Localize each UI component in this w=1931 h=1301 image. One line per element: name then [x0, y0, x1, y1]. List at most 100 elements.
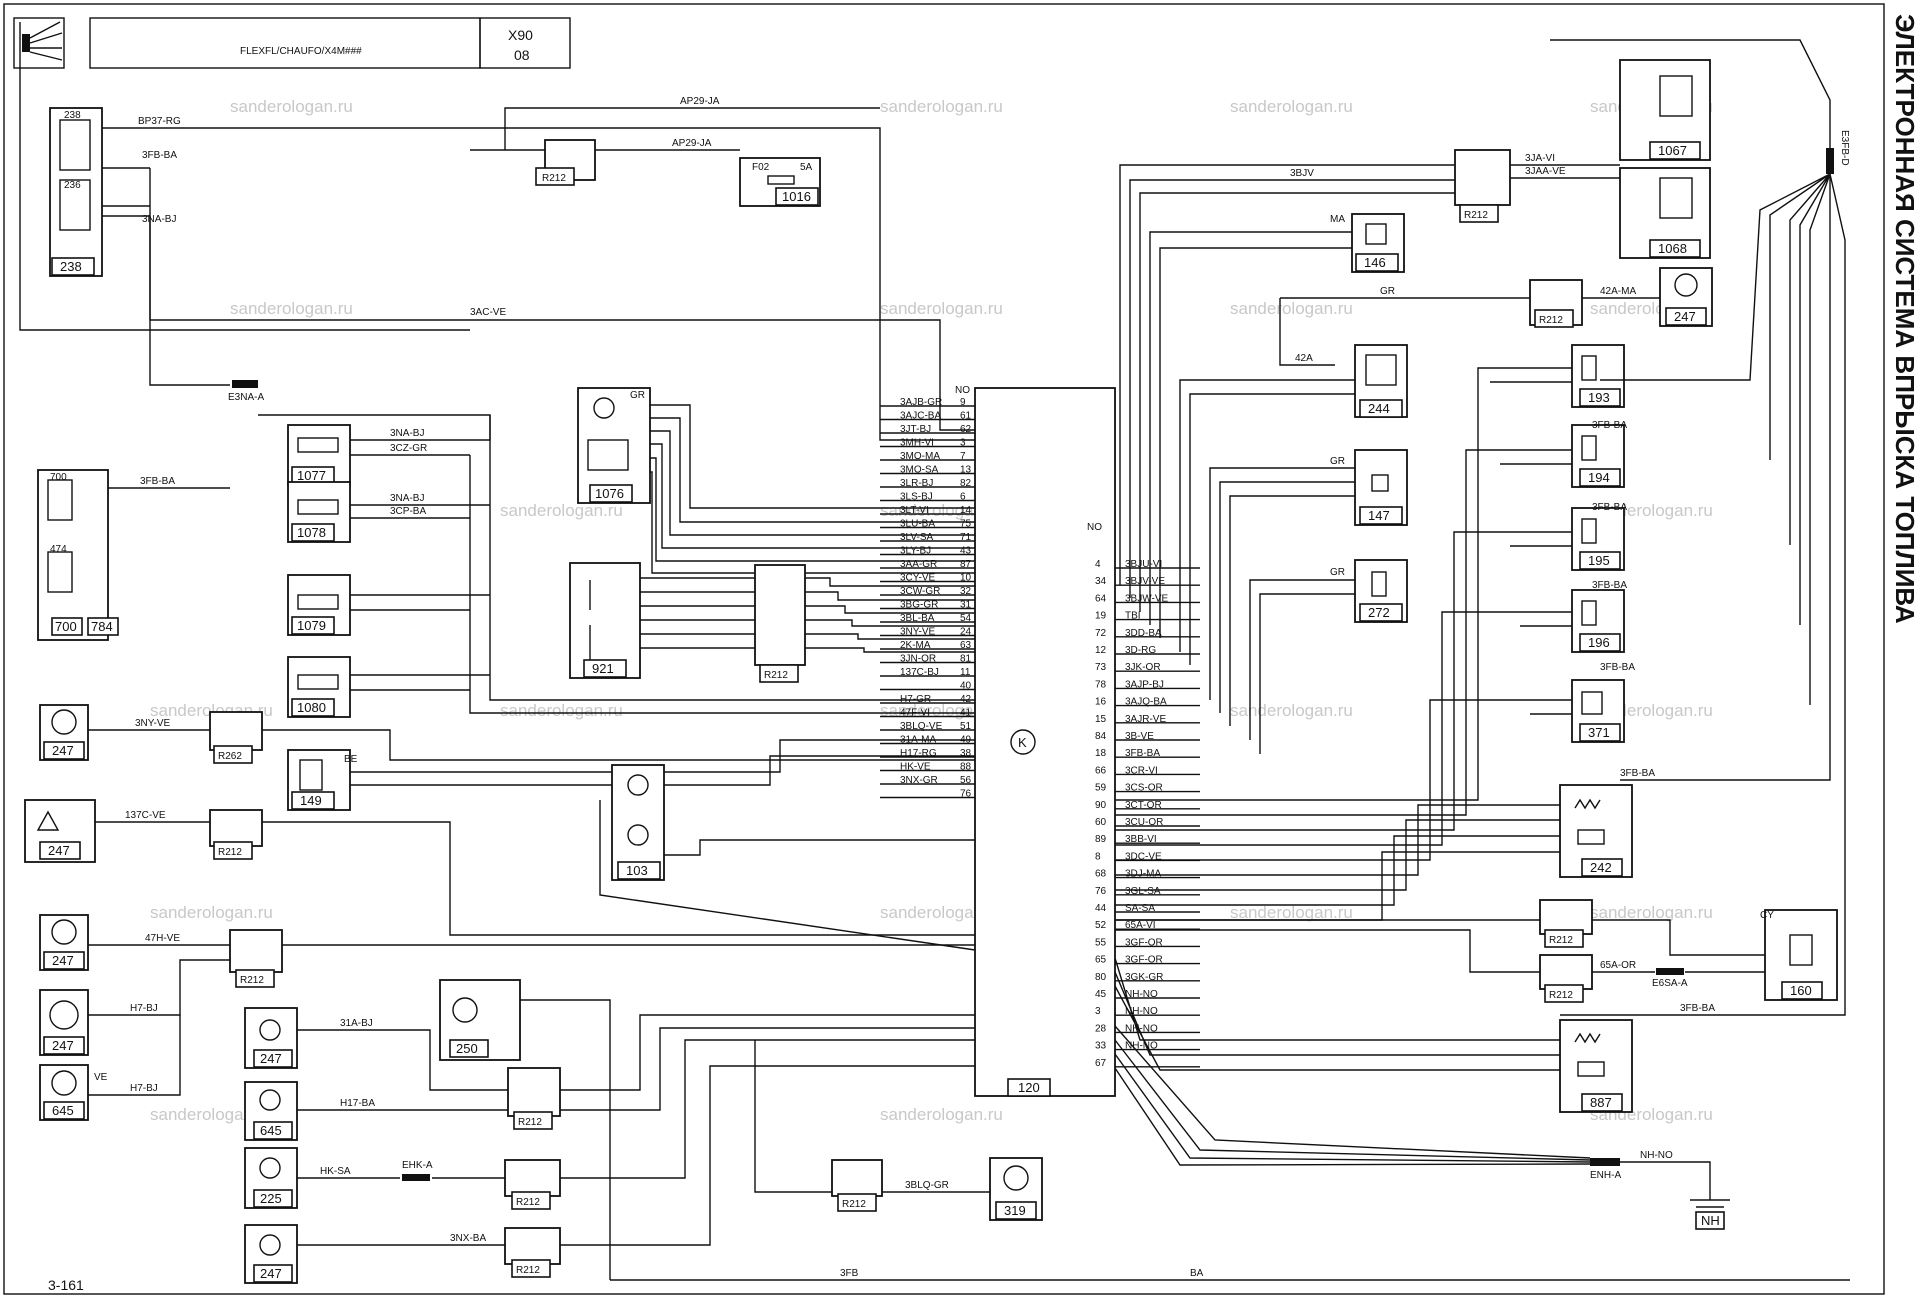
- ecu-pin-number: 68: [1095, 869, 1107, 880]
- component-id: 1080: [297, 700, 326, 715]
- ecu-pin-number: 55: [1095, 937, 1107, 948]
- ecu-pin-number: 65: [1095, 955, 1107, 966]
- relay-coil-icon: [1659, 75, 1693, 117]
- connector-label: VE: [94, 1072, 108, 1083]
- component-id: 149: [300, 793, 322, 808]
- ecu-wire-label: 3LY-BJ: [900, 546, 931, 557]
- component-id: 1078: [297, 525, 326, 540]
- component-103: 103: [599, 764, 976, 951]
- wire: [1115, 919, 1765, 956]
- connector-label: GR: [1330, 567, 1345, 578]
- sensor-icon: [1577, 1061, 1605, 1077]
- ecu-wire-label: 3D-RG: [1125, 645, 1156, 656]
- ecu-wire-label: 3GF-OR: [1125, 955, 1163, 966]
- component-149: 149 BE: [287, 739, 975, 811]
- connector-body: [1454, 149, 1511, 206]
- component-id-box: [617, 861, 661, 880]
- fuse-1016: F02 5A 1016: [739, 157, 821, 207]
- component-id-box: [1665, 307, 1707, 326]
- watermark: sanderologan.ru: [230, 97, 353, 116]
- ecu-symbol-icon: [1010, 729, 1036, 755]
- connector-body: [504, 1159, 561, 1197]
- wire-label: 3FB-BA: [1592, 580, 1627, 591]
- wire: [297, 1065, 975, 1246]
- watermark: sanderologan.ru: [880, 701, 1003, 720]
- watermark: sanderologan.ru: [880, 903, 1003, 922]
- component-193: 193: [1115, 344, 1625, 801]
- connector-id-box: [1459, 204, 1499, 223]
- wire-label: H7-BJ: [130, 1003, 158, 1014]
- header-logo-box: [13, 17, 65, 69]
- ecu-wire-label: NH-NO: [1125, 1041, 1158, 1052]
- wire-label: 3FB-BA: [1592, 502, 1627, 513]
- connector-r212-8: R212: [1115, 899, 1765, 956]
- ecu-wire-label: 3NY-VE: [900, 627, 936, 638]
- component-id: 247: [260, 1266, 282, 1281]
- ecu-symbol: K: [1018, 735, 1027, 750]
- component-id: 196: [1588, 635, 1610, 650]
- sheet-frame: [3, 3, 1885, 1295]
- ecu-pin-number: 78: [1095, 679, 1107, 690]
- relay-label: 238: [64, 110, 81, 121]
- component-id-box: [291, 791, 335, 810]
- component-146: 146 MA: [1149, 213, 1405, 638]
- ecu-wire-label: 3AJP-BJ: [1125, 679, 1164, 690]
- relay-coil-icon: [59, 119, 91, 171]
- sensor-icon: [297, 674, 339, 690]
- connector-body: [754, 564, 806, 666]
- watermark: sanderologan.ru: [150, 1105, 273, 1124]
- splice-e3fb: [1826, 148, 1834, 174]
- connector-id-box: [535, 167, 575, 186]
- component-id: 103: [626, 863, 648, 878]
- component-319: R212 3BLQ-GR 319: [754, 1040, 1043, 1221]
- ecu-pin-number: 54: [960, 613, 972, 624]
- component-id-box: [43, 1101, 85, 1120]
- wire-label: 3AC-VE: [470, 307, 506, 318]
- connector-id: R212: [518, 1117, 542, 1128]
- component-id-box: [1781, 981, 1823, 1000]
- component-371: 371: [1115, 679, 1625, 861]
- component-194: 194: [1115, 424, 1625, 816]
- wire-label: 3FB-BA: [140, 476, 175, 487]
- component-id: 887: [1590, 1095, 1612, 1110]
- connector-id-box: [213, 745, 253, 764]
- connector-label: BE: [344, 754, 358, 765]
- component-id-box: [253, 1189, 293, 1208]
- component-id: 247: [52, 1038, 74, 1053]
- wire-label: 3FB-BA: [142, 150, 177, 161]
- ecu-pin-number: 61: [960, 411, 972, 422]
- ecu-wire-label: 3BG-GR: [900, 600, 938, 611]
- wire: [1550, 39, 1831, 148]
- ecu-wire-label: 3MO-SA: [900, 465, 939, 476]
- ecu-pin-number: 87: [960, 559, 972, 570]
- component-id-box: [43, 1036, 85, 1055]
- watermark: sanderologan.ru: [1230, 701, 1353, 720]
- wire-label: 31A-BJ: [340, 1018, 373, 1029]
- ecu-pin-number: 72: [1095, 628, 1107, 639]
- wire-label: 3JA-VI: [1525, 153, 1555, 164]
- component-id: 193: [1588, 390, 1610, 405]
- component-id-box: [1579, 633, 1621, 652]
- page-title: ЭЛЕКТРОННАЯ СИСТЕМА ВПРЫСКА ТОПЛИВА: [1890, 14, 1920, 624]
- diagnostic-icon: [1003, 1165, 1029, 1191]
- wire-label: 3FB-BA: [1600, 662, 1635, 673]
- wire-label: GR: [1380, 286, 1395, 297]
- throttle-icon: [587, 439, 629, 471]
- ecu-wire-label: H17-RG: [900, 748, 937, 759]
- harness-logo-icon: [29, 21, 63, 61]
- relay-block-238: [49, 107, 103, 277]
- wire-label: HK-SA: [320, 1166, 351, 1177]
- component-645-b: 645 H17-BA: [244, 1081, 510, 1141]
- ecu-no-left: NO: [955, 385, 970, 396]
- component-id: 319: [1004, 1203, 1026, 1218]
- component-242: 242: [1115, 784, 1633, 921]
- sensor-icon: [627, 824, 649, 846]
- ecu-pin-number: 67: [1095, 1058, 1107, 1069]
- component-887: 887: [1114, 957, 1633, 1113]
- component-id: 225: [260, 1191, 282, 1206]
- ecu-body: [974, 387, 1116, 1097]
- component-id-box: [253, 1049, 293, 1068]
- component-1080: 1080: [287, 656, 490, 718]
- relay-coil-icon: [59, 179, 91, 231]
